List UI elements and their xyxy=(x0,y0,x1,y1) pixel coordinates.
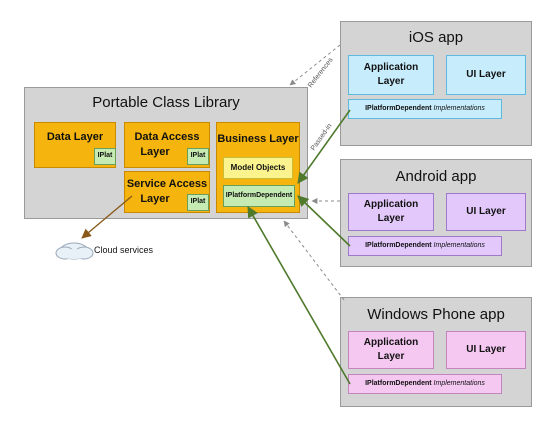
wp-implementations-label: IPlatformDependent Implementations xyxy=(349,380,501,388)
wp-implementations-box: IPlatformDependent Implementations xyxy=(348,374,502,394)
ios-application-layer-line2: Layer xyxy=(377,76,405,87)
wp-references-arrow xyxy=(283,220,345,301)
android-ui-layer-label: UI Layer xyxy=(466,206,506,217)
data-access-layer-box: Data Access Layer IPlat xyxy=(124,122,210,168)
ios-implementations-label: IPlatformDependent Implementations xyxy=(349,105,501,113)
data-access-label-line1: Data Access xyxy=(134,131,200,143)
ios-ui-layer-label: UI Layer xyxy=(466,69,506,80)
android-passed-in-arrow xyxy=(297,195,351,247)
service-access-label-line2: Layer xyxy=(140,193,170,205)
service-access-layer-box: Service Access Layer IPlat xyxy=(124,171,210,213)
android-implementations-label: IPlatformDependent Implementations xyxy=(349,242,501,250)
wp-impl-bold: IPlatformDependent xyxy=(365,380,432,387)
android-ui-layer-box: UI Layer xyxy=(446,193,526,231)
android-implementations-box: IPlatformDependent Implementations xyxy=(348,236,502,256)
wp-application-layer-line2: Layer xyxy=(377,351,405,362)
ios-impl-bold: IPlatformDependent xyxy=(365,105,432,112)
model-objects-box: Model Objects xyxy=(223,157,293,179)
iplatformdependent-box: IPlatformDependent xyxy=(223,185,295,207)
data-layer-iplat: IPlat xyxy=(94,148,116,165)
ios-passed-in-arrow xyxy=(297,109,351,184)
model-objects-label: Model Objects xyxy=(230,163,286,172)
android-application-layer-line2: Layer xyxy=(377,213,405,224)
data-access-iplat: IPlat xyxy=(187,148,209,165)
ios-impl-italic: Implementations xyxy=(433,105,485,112)
service-access-iplat: IPlat xyxy=(187,194,209,211)
ios-app-title: iOS app xyxy=(408,29,464,46)
android-application-layer-line1: Application xyxy=(363,199,419,210)
ios-ui-layer-box: UI Layer xyxy=(446,55,526,95)
android-application-layer-box: Application Layer xyxy=(348,193,434,231)
cloud-arrow xyxy=(81,195,133,239)
android-impl-italic: Implementations xyxy=(433,242,485,249)
wp-passed-in-arrow xyxy=(247,206,351,385)
android-impl-bold: IPlatformDependent xyxy=(365,242,432,249)
android-app-title: Android app xyxy=(395,168,477,185)
data-layer-box: Data Layer IPlat xyxy=(34,122,116,168)
cloud-icon xyxy=(55,242,94,260)
ios-implementations-box: IPlatformDependent Implementations xyxy=(348,99,502,119)
pcl-title: Portable Class Library xyxy=(92,94,240,111)
data-access-label-line2: Layer xyxy=(140,146,170,158)
wp-impl-italic: Implementations xyxy=(433,380,485,387)
data-layer-label: Data Layer xyxy=(46,131,104,143)
windows-phone-app-title: Windows Phone app xyxy=(367,306,505,323)
ios-application-layer-box: Application Layer xyxy=(348,55,434,95)
wp-ui-layer-box: UI Layer xyxy=(446,331,526,369)
business-layer-box: Business Layer Model Objects IPlatformDe… xyxy=(216,122,300,213)
cloud-services-label: Cloud services xyxy=(94,245,154,255)
ios-references-arrow xyxy=(289,44,341,86)
ios-application-layer-line1: Application xyxy=(363,62,419,73)
service-access-label-line1: Service Access xyxy=(126,178,208,190)
references-edge-label: References xyxy=(307,56,335,89)
wp-application-layer-line1: Application xyxy=(363,337,419,348)
business-layer-label: Business Layer xyxy=(217,133,299,145)
wp-ui-layer-label: UI Layer xyxy=(466,344,506,355)
iplatformdependent-label: IPlatformDependent xyxy=(225,192,293,199)
wp-application-layer-box: Application Layer xyxy=(348,331,434,369)
